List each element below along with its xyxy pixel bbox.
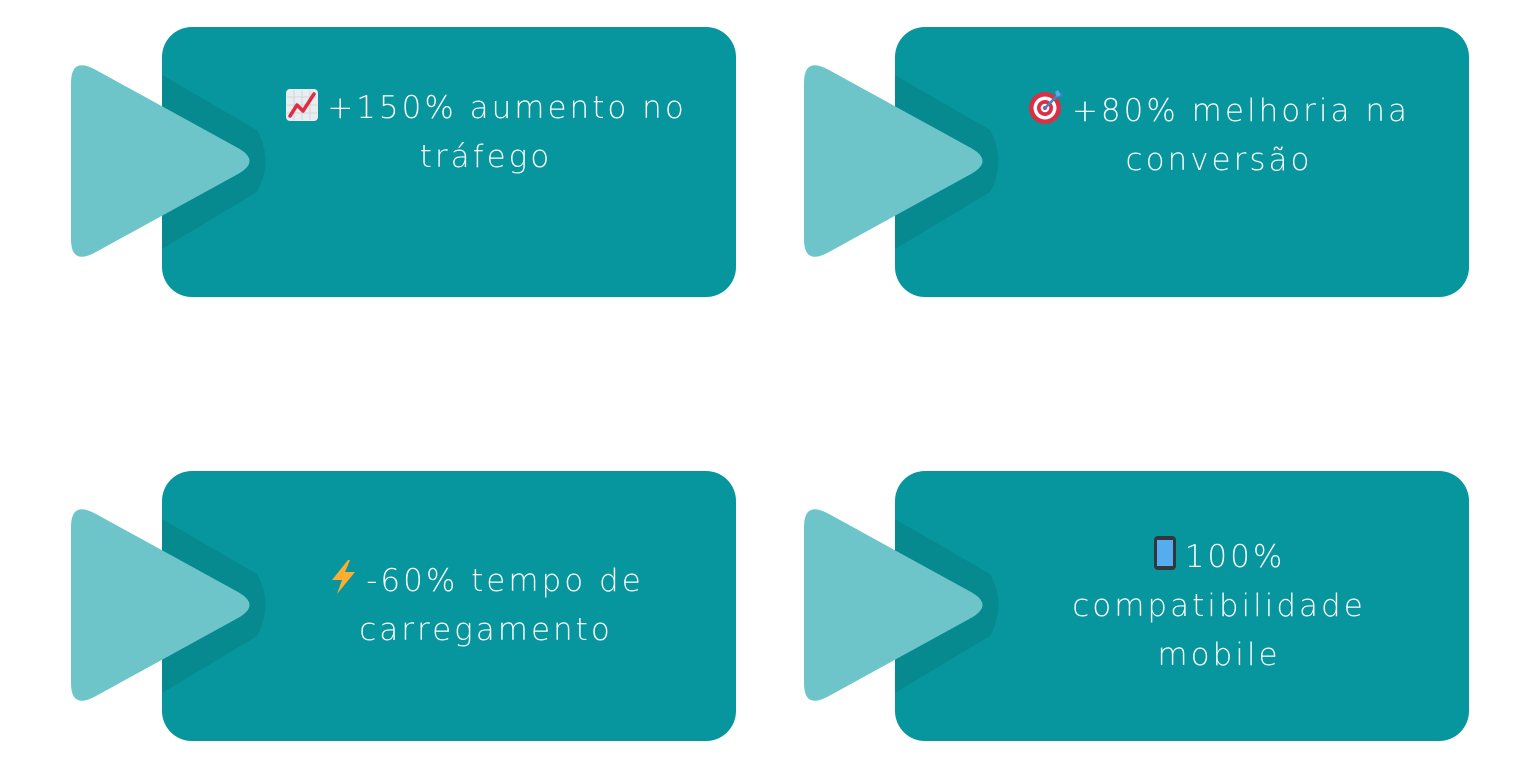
stat-card-conversion: +80% melhoria na conversão — [733, 0, 1501, 320]
card-label: 100% compatibilidade mobile — [1072, 538, 1366, 673]
stat-card-mobile: 100% compatibilidade mobile — [733, 444, 1501, 764]
play-triangle — [804, 65, 983, 257]
card-body: +150% aumento no tráfego — [162, 27, 736, 297]
play-triangle — [804, 509, 983, 701]
card-label: +150% aumento no tráfego — [327, 90, 687, 175]
card-text: +80% melhoria na conversão — [985, 27, 1453, 297]
target-icon — [1028, 90, 1063, 124]
card-body: 100% compatibilidade mobile — [895, 471, 1469, 741]
mobile-phone-icon — [1153, 535, 1176, 570]
card-body: -60% tempo de carregamento — [162, 471, 736, 741]
card-text: 100% compatibilidade mobile — [985, 471, 1453, 741]
card-label: +80% melhoria na conversão — [1071, 93, 1411, 178]
card-label: -60% tempo de carregamento — [359, 563, 644, 648]
chart-increasing-icon — [286, 89, 319, 121]
lightning-icon — [332, 560, 356, 594]
stat-card-traffic: +150% aumento no tráfego — [0, 0, 768, 320]
play-triangle — [71, 65, 250, 257]
play-triangle — [71, 509, 250, 701]
card-text: +150% aumento no tráfego — [252, 27, 720, 297]
card-text: -60% tempo de carregamento — [252, 471, 720, 741]
stat-card-load-time: -60% tempo de carregamento — [0, 444, 768, 764]
